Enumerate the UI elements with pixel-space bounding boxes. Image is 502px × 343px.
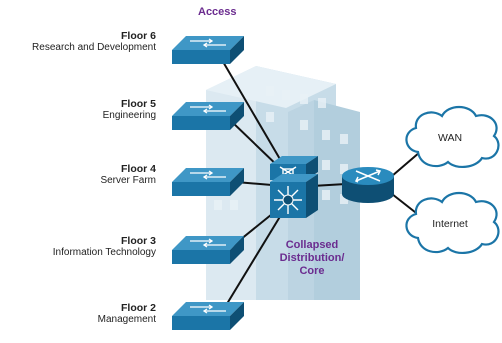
collapsed-core-label: Collapsed Distribution/ Core [272, 239, 352, 278]
core-switch-stack [270, 156, 318, 218]
link-floor-2 [221, 209, 285, 313]
floor-department: Engineering [102, 110, 156, 121]
floor-department: Information Technology [52, 247, 156, 258]
floor-6-label: Floor 6 Research and Development [32, 30, 156, 54]
link-floor-6 [221, 59, 285, 167]
floor-number: Floor 6 [120, 30, 156, 42]
wan-cloud-icon [405, 105, 500, 168]
link-floor-5 [229, 119, 283, 171]
wan-label: WAN [437, 132, 463, 144]
floor-department: Research and Development [32, 42, 156, 53]
floor-department: Server Farm [100, 175, 156, 186]
floor-2-label: Floor 2 Management [98, 302, 156, 326]
multilayer-switch-bottom [270, 174, 318, 218]
floor-5-label: Floor 5 Engineering [103, 98, 156, 122]
internet-label: Internet [432, 218, 468, 230]
access-switch-floor-2-icon [172, 302, 244, 330]
floor-department: Management [97, 314, 156, 325]
core-label-line: Core [299, 265, 325, 277]
access-switch-floor-5-icon [172, 102, 244, 130]
floor-number: Floor 3 [120, 235, 156, 247]
access-switches [172, 36, 244, 330]
router-icon [342, 167, 394, 203]
internet-cloud-icon [405, 191, 500, 254]
floor-number: Floor 2 [120, 302, 156, 314]
access-layer-title: Access [198, 6, 237, 18]
floor-3-label: Floor 3 Information Technology [53, 235, 156, 259]
access-switch-floor-3-icon [172, 236, 244, 264]
floor-number: Floor 4 [120, 163, 156, 175]
core-label-line: Distribution/ [279, 252, 345, 264]
link-router-wan [391, 151, 421, 177]
access-switch-floor-6-icon [172, 36, 244, 64]
floor-4-label: Floor 4 Server Farm [100, 163, 156, 187]
core-label-line: Collapsed [285, 239, 339, 251]
floor-number: Floor 5 [120, 98, 156, 110]
access-switch-floor-4-icon [172, 168, 244, 196]
